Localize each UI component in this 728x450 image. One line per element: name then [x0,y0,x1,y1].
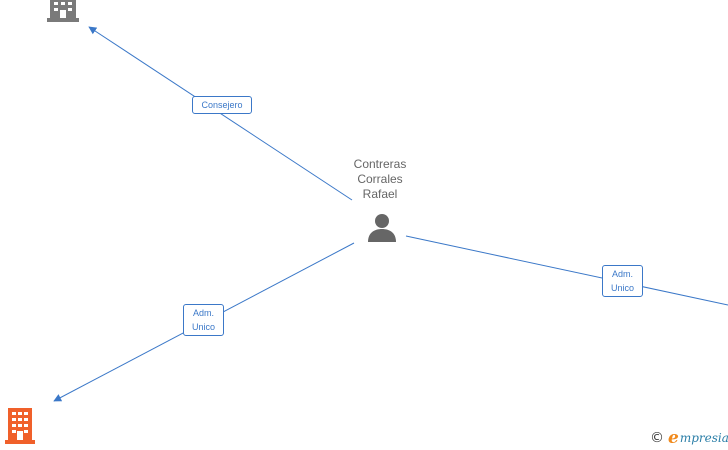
role-label-text: Unico [191,322,215,332]
building-icon[interactable] [47,0,79,22]
person-name-line: Rafael [362,187,398,201]
logo-e-icon: e [668,428,679,448]
role-label-text: Consejero [201,100,243,110]
person-name-line: Contreras [353,157,407,171]
building-icon[interactable] [5,408,35,444]
role-label-text: Unico [610,283,634,293]
role-label-text: Adm. [192,308,214,318]
role-label-adm-unico-left[interactable]: Adm. Unico [183,304,224,336]
logo-text: mpresia [679,431,728,445]
copyright-symbol: © [650,430,664,446]
role-label-consejero[interactable]: Consejero [192,96,252,114]
person-name-line: Corrales [357,172,403,186]
role-label-adm-unico-right[interactable]: Adm. Unico [602,265,643,297]
person-name[interactable]: Contreras Corrales Rafael [330,157,430,202]
role-label-text: Adm. [611,269,633,279]
edge-adm-unico-right [405,235,728,306]
empresia-logo: © e mpresia [650,428,728,448]
person-icon[interactable] [366,212,398,244]
